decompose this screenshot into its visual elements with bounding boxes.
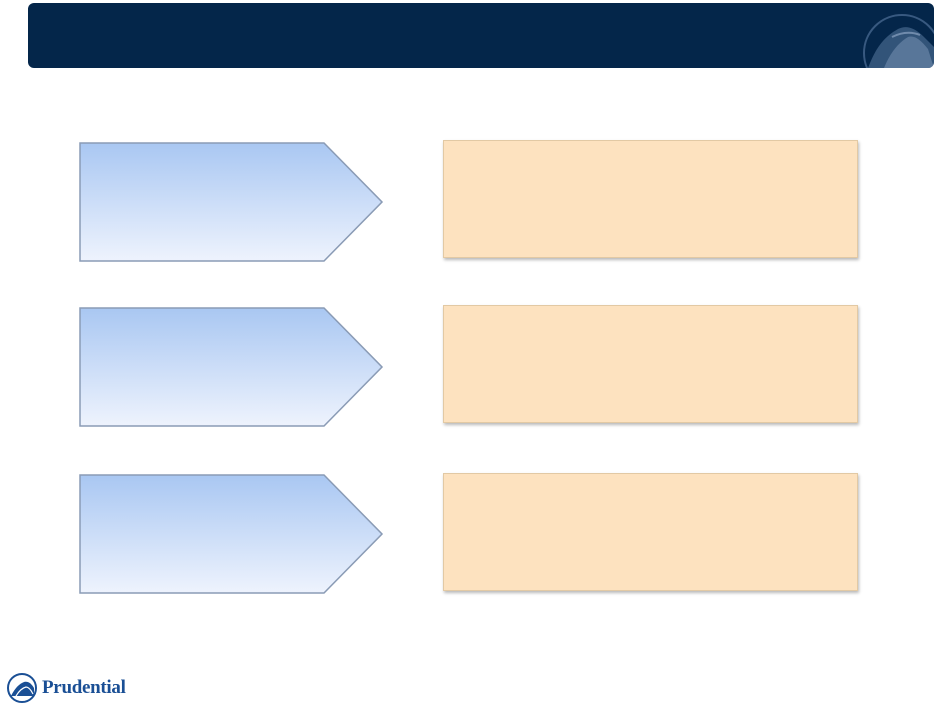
header-bar: [28, 3, 934, 68]
arrow-shape-2: [78, 306, 384, 429]
arrow-shape-3: [78, 473, 384, 596]
rock-icon: [7, 673, 37, 703]
prudential-logo: Prudential: [6, 672, 136, 704]
content-box-1: [443, 140, 858, 258]
box-text-1: [444, 141, 857, 165]
rock-icon: [863, 14, 934, 68]
arrow-label-1: [90, 141, 320, 264]
content-box-3: [443, 473, 858, 591]
brand-name: Prudential: [42, 677, 126, 698]
box-text-3: [444, 474, 857, 498]
box-text-2: [444, 306, 857, 330]
arrow-label-3: [90, 473, 320, 596]
content-box-2: [443, 305, 858, 423]
arrow-label-2: [90, 306, 320, 429]
arrow-shape-1: [78, 141, 384, 264]
